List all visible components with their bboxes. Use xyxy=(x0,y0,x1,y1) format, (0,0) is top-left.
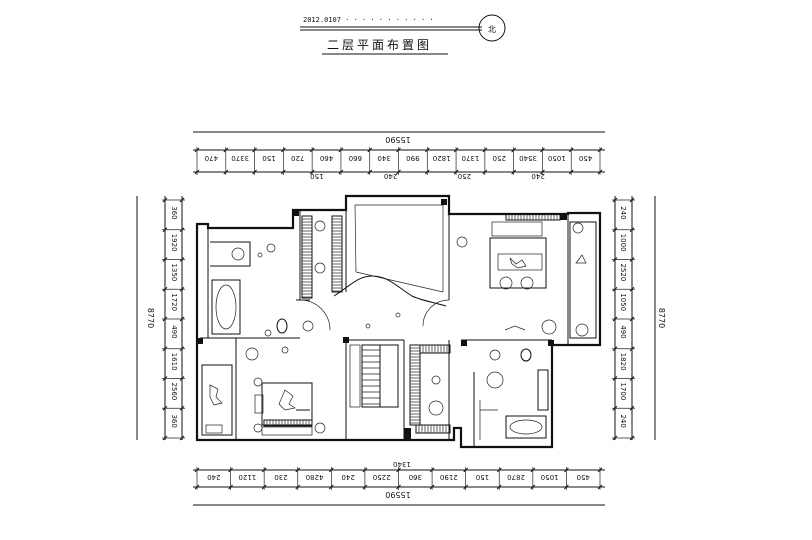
top-total-dimension: 15590 xyxy=(385,135,410,144)
top-segment-dimension: 720 xyxy=(291,154,304,162)
bottom-segment-dimension: 230 xyxy=(274,473,287,481)
column xyxy=(560,213,567,220)
bottom-segment-dimension: 1120 xyxy=(238,473,256,481)
left-balcony xyxy=(201,364,233,436)
bottom-segment-dimension: 2250 xyxy=(373,473,391,481)
left-segment-dimension: 490 xyxy=(170,325,178,338)
wardrobe xyxy=(301,215,313,299)
bottom-segment-dimension: 450 xyxy=(577,473,590,481)
column xyxy=(404,428,411,440)
north-arrow-icon xyxy=(478,14,506,42)
floor-plan xyxy=(195,194,602,449)
bottom-segment-dimension: 2870 xyxy=(507,473,525,481)
right-segment-dimension: 2520 xyxy=(619,263,627,281)
wardrobe xyxy=(331,215,343,293)
left-total-dimension: 8770 xyxy=(146,308,155,328)
column xyxy=(343,337,349,343)
column xyxy=(197,338,203,344)
master-bathtub xyxy=(505,415,547,439)
bottom-center-dimension: 1340 xyxy=(393,460,411,468)
right-segment-dimension: 490 xyxy=(619,325,627,338)
wardrobe xyxy=(415,424,451,434)
right-dimension-lines: 8770 240 1000 2520 1050 490 1820 1700 240 xyxy=(612,196,666,441)
bottom-segment-dimension: 2190 xyxy=(440,473,458,481)
top-segment-dimension: 450 xyxy=(579,154,592,162)
top-segment-dimension: 3540 xyxy=(519,154,537,162)
master-shower xyxy=(537,369,549,411)
right-segment-dimension: 240 xyxy=(619,206,627,219)
left-segment-dimension: 2560 xyxy=(170,382,178,400)
left-segment-dimension: 360 xyxy=(170,206,178,219)
left-segment-dimension: 1610 xyxy=(170,353,178,371)
column xyxy=(293,210,299,216)
top-segment-dimension: 1820 xyxy=(433,154,451,162)
bottom-segment-dimension: 1050 xyxy=(541,473,559,481)
outer-wall xyxy=(195,194,602,449)
bottom-segment-dimension: 240 xyxy=(207,473,220,481)
bathtub-left xyxy=(211,279,241,335)
right-segment-dimension: 1000 xyxy=(619,234,627,252)
top-sub-dimension: 240 xyxy=(531,172,544,180)
top-segment-dimension: 1050 xyxy=(548,154,566,162)
bottom-segment-dimension: 150 xyxy=(476,473,489,481)
inner-walls xyxy=(200,210,569,447)
top-segment-dimension: 3370 xyxy=(231,154,249,162)
bottom-total-dimension: 15590 xyxy=(385,490,410,499)
chair-master xyxy=(456,236,468,248)
left-segment-dimension: 1350 xyxy=(170,263,178,281)
wardrobes xyxy=(263,213,561,434)
top-sub-dimension: 240 xyxy=(384,172,397,180)
column xyxy=(461,340,467,346)
right-total-dimension: 8770 xyxy=(657,308,666,328)
tv-cabinet-1 xyxy=(261,426,313,436)
bottom-dimension-lines: 1340 15590 240 1120 230 4280 240 2250 360 2190 1… xyxy=(193,460,605,506)
bottom-segment-dimension: 240 xyxy=(341,473,354,481)
bottom-segment-dimension: 4280 xyxy=(306,473,324,481)
left-dimension-lines: 8770 360 1920 1350 1720 490 1610 2560 360 xyxy=(136,196,185,441)
bottom-segment-dimension: 360 xyxy=(409,473,422,481)
bed-bedroom-1 xyxy=(253,377,313,433)
right-segment-dimension: 1050 xyxy=(619,293,627,311)
top-segment-dimension: 460 xyxy=(320,154,333,162)
drawing-title: 二层平面布置图 xyxy=(327,38,432,52)
drawing-code: 2012.0107 · · · · · · · · · · · xyxy=(303,16,434,24)
title-block: 2012.0107 · · · · · · · · · · · 北 二层平面布置… xyxy=(300,14,506,55)
top-segment-dimension: 150 xyxy=(262,154,275,162)
column xyxy=(548,340,554,346)
toilet-master xyxy=(520,348,532,362)
top-sub-dimension: 250 xyxy=(458,172,471,180)
vanity-left xyxy=(210,241,251,267)
stair-hall-arch xyxy=(333,275,447,307)
right-segment-dimension: 240 xyxy=(619,414,627,427)
wardrobe xyxy=(409,344,421,426)
toilet-left xyxy=(276,318,288,334)
right-segment-dimension: 1700 xyxy=(619,382,627,400)
top-segment-dimension: 660 xyxy=(349,154,362,162)
left-segment-dimension: 360 xyxy=(170,414,178,427)
staircase xyxy=(349,344,399,408)
north-symbol-label: 北 xyxy=(488,25,496,34)
left-segment-dimension: 1920 xyxy=(170,234,178,252)
bed-master xyxy=(489,221,547,290)
column xyxy=(441,199,447,205)
left-segment-dimension: 1720 xyxy=(170,293,178,311)
right-segment-dimension: 1820 xyxy=(619,353,627,371)
top-segment-dimension: 1370 xyxy=(462,154,480,162)
top-segment-dimension: 250 xyxy=(493,154,506,162)
master-balcony xyxy=(569,221,597,339)
top-sub-dimension: 150 xyxy=(310,172,323,180)
top-segment-dimension: 340 xyxy=(377,154,390,162)
top-segment-dimension: 470 xyxy=(205,154,218,162)
chair-bedroom-1 xyxy=(245,347,259,361)
top-segment-dimension: 990 xyxy=(406,154,419,162)
top-dimension-lines: 15590 470 3370 150 720 460 660 340 990 1820 1370 2… xyxy=(193,131,605,180)
